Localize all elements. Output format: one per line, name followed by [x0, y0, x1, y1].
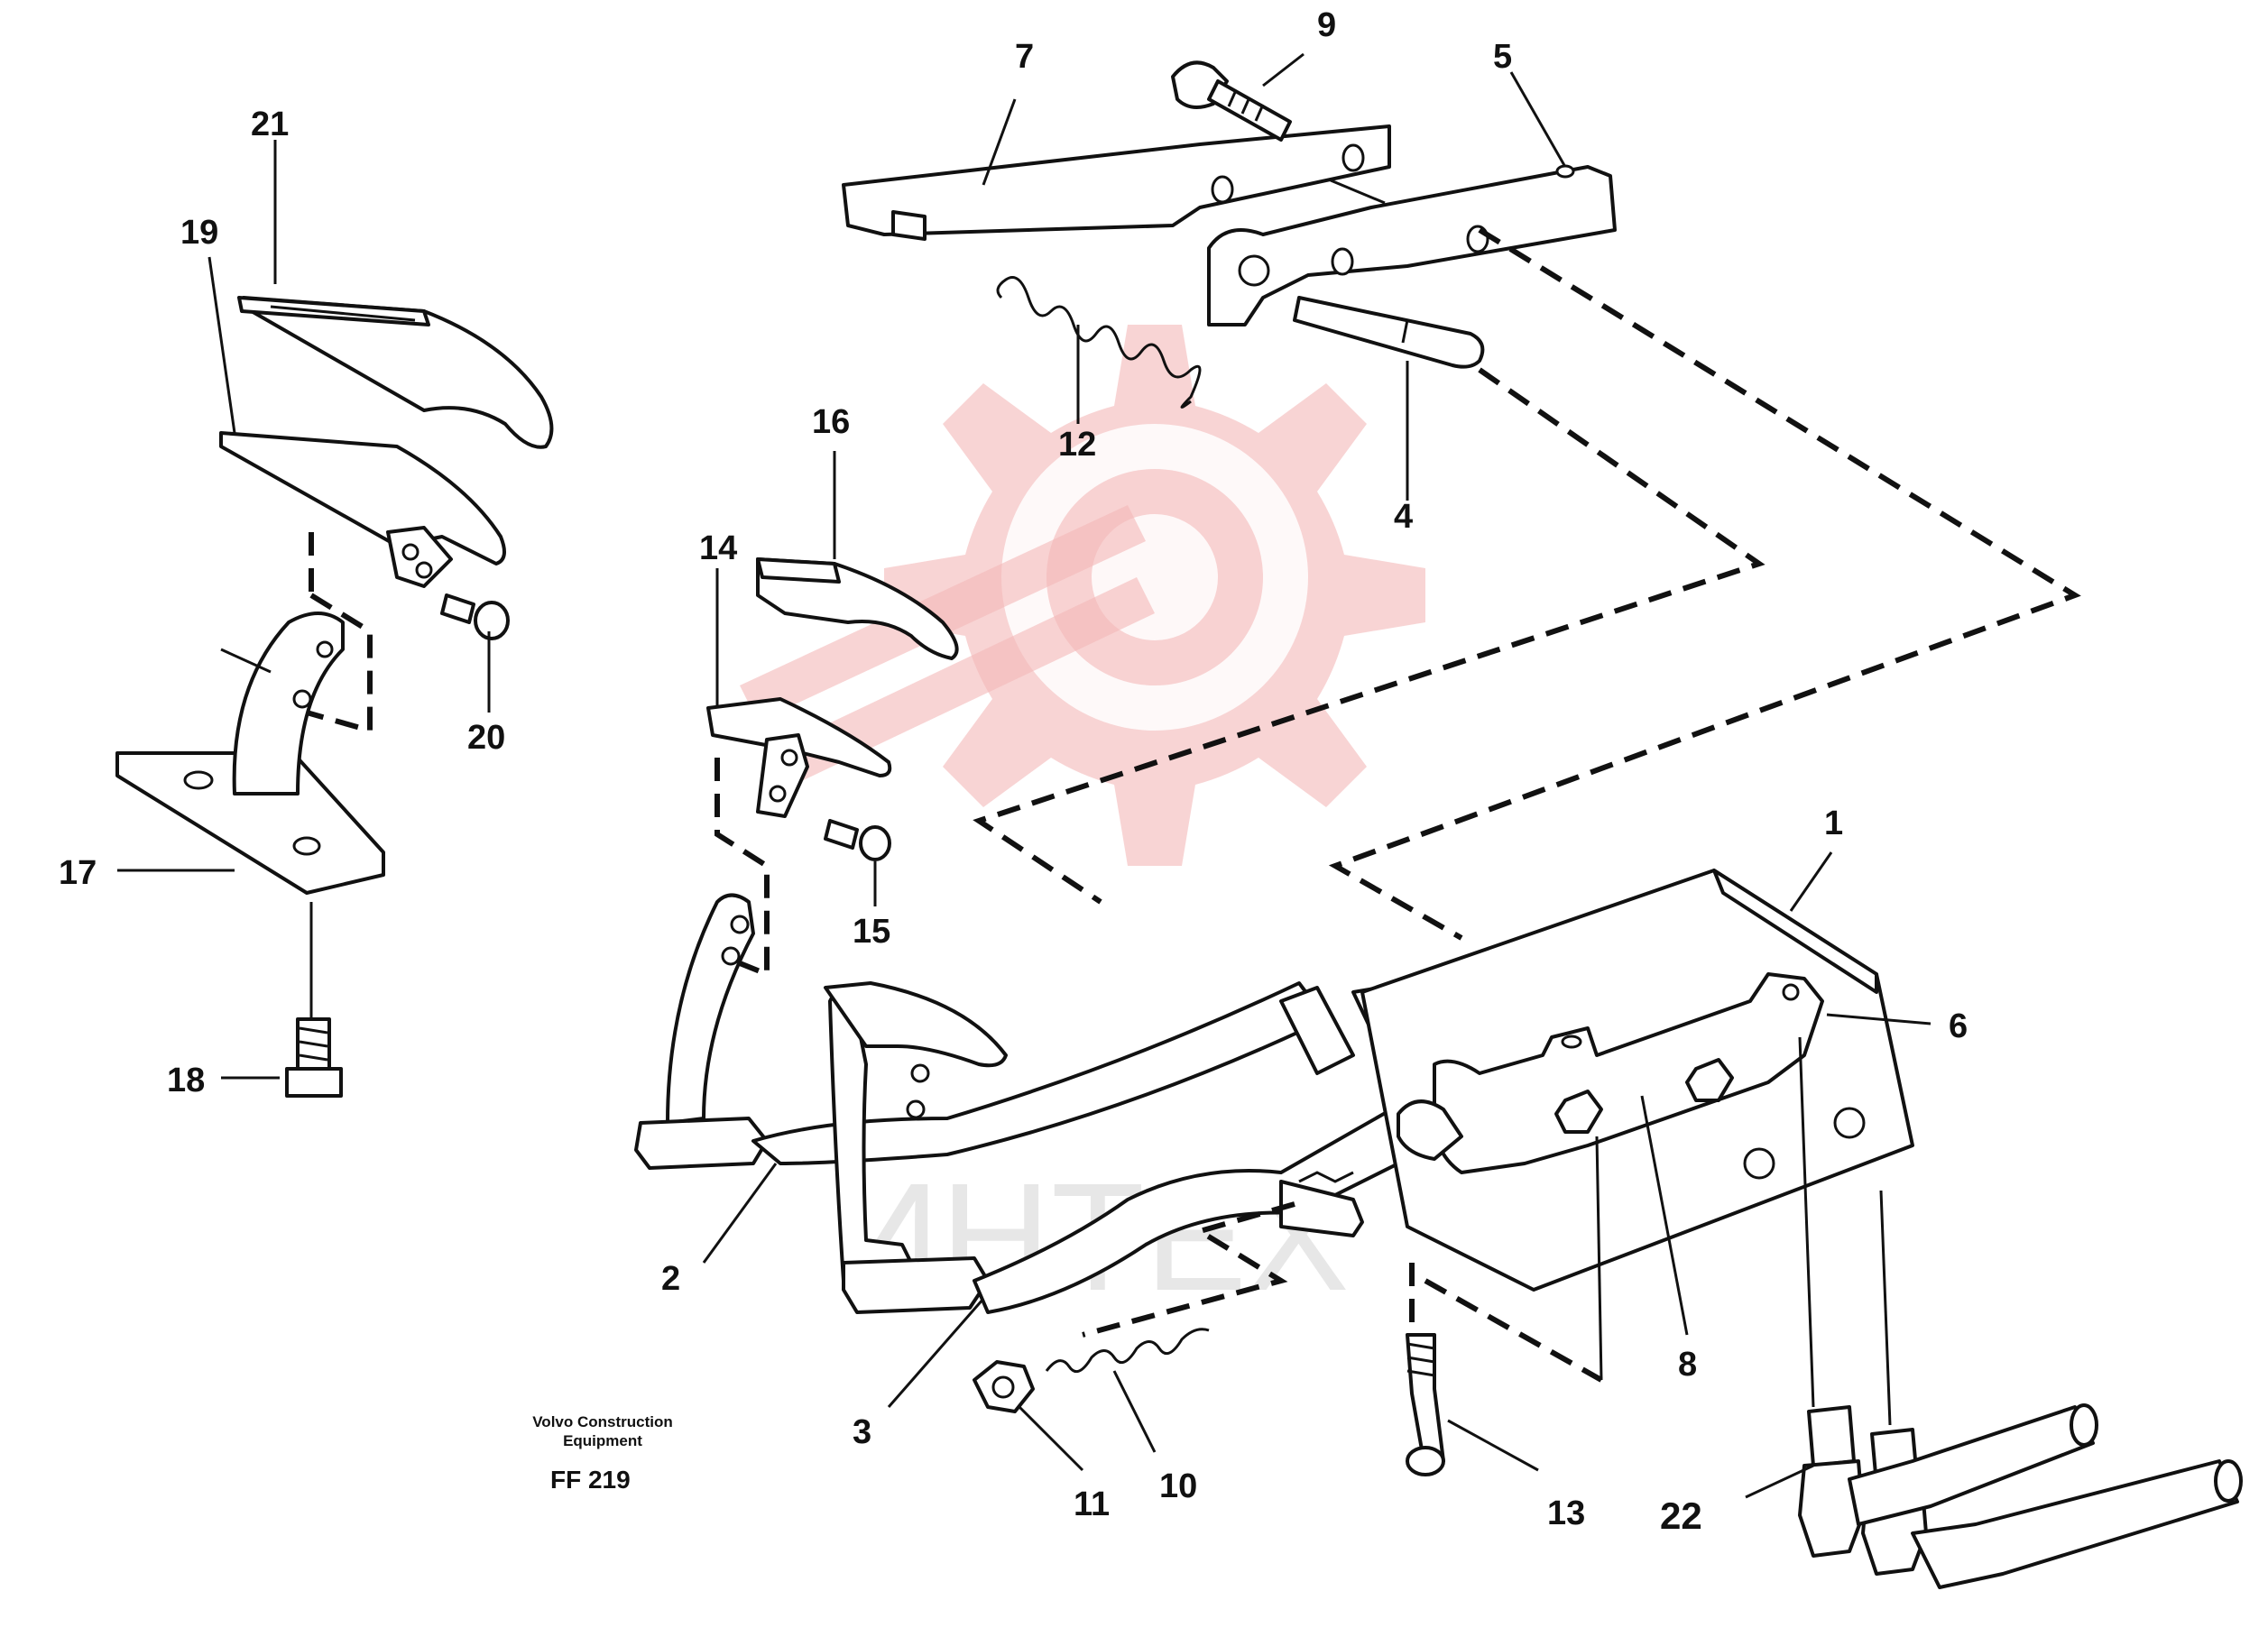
- callout-8: 8: [1678, 1346, 1697, 1384]
- screw-15: [824, 819, 891, 861]
- bolt-9: [1171, 60, 1292, 142]
- callout-12: 12: [1058, 426, 1096, 464]
- return-rod: [1279, 1099, 1463, 1237]
- pin-4: [1293, 296, 1485, 369]
- bolt-18: [285, 1017, 343, 1098]
- callout-13: 13: [1547, 1494, 1585, 1532]
- callout-14: 14: [699, 529, 737, 567]
- callout-3: 3: [853, 1413, 871, 1451]
- pedal-pad-14: [706, 697, 892, 818]
- caption-line-2: Equipment: [563, 1432, 642, 1449]
- caption-line-1: Volvo Construction: [532, 1413, 673, 1430]
- bracket-5: [1207, 164, 1617, 326]
- callout-1: 1: [1824, 805, 1843, 842]
- callout-21: 21: [251, 106, 289, 143]
- hose-fittings-22: [1798, 1403, 2243, 1589]
- pedal-pad-21: [237, 296, 554, 449]
- callout-7: 7: [1015, 38, 1034, 76]
- callout-20: 20: [467, 719, 505, 757]
- screw-20: [440, 593, 510, 640]
- callout-5: 5: [1493, 38, 1512, 76]
- lever-7: [842, 124, 1391, 241]
- pedal-pad-16: [756, 557, 959, 660]
- bolt-13: [1406, 1333, 1445, 1476]
- callout-17: 17: [59, 854, 97, 892]
- callout-6: 6: [1949, 1007, 1968, 1045]
- spring-10: [1045, 1328, 1210, 1374]
- pedal-bar-3: [824, 981, 1436, 1314]
- callout-4: 4: [1394, 498, 1413, 536]
- callout-18: 18: [167, 1062, 205, 1099]
- callout-9: 9: [1317, 6, 1336, 44]
- callout-22: 22: [1660, 1494, 1702, 1537]
- callout-10: 10: [1159, 1467, 1197, 1505]
- callout-19: 19: [180, 214, 218, 252]
- callout-15: 15: [853, 913, 890, 951]
- spring-12: [996, 276, 1202, 409]
- callout-11: 11: [1074, 1485, 1110, 1523]
- pedal-pad-19: [219, 431, 506, 588]
- nut-11: [973, 1360, 1035, 1413]
- pedal-bracket-17: [115, 612, 385, 895]
- watermark-gear-logo: [740, 325, 1425, 866]
- figure-code: FF 219: [550, 1466, 631, 1494]
- callout-2: 2: [661, 1260, 680, 1298]
- pedal-bar-2: [634, 893, 1328, 1170]
- callout-16: 16: [812, 403, 850, 441]
